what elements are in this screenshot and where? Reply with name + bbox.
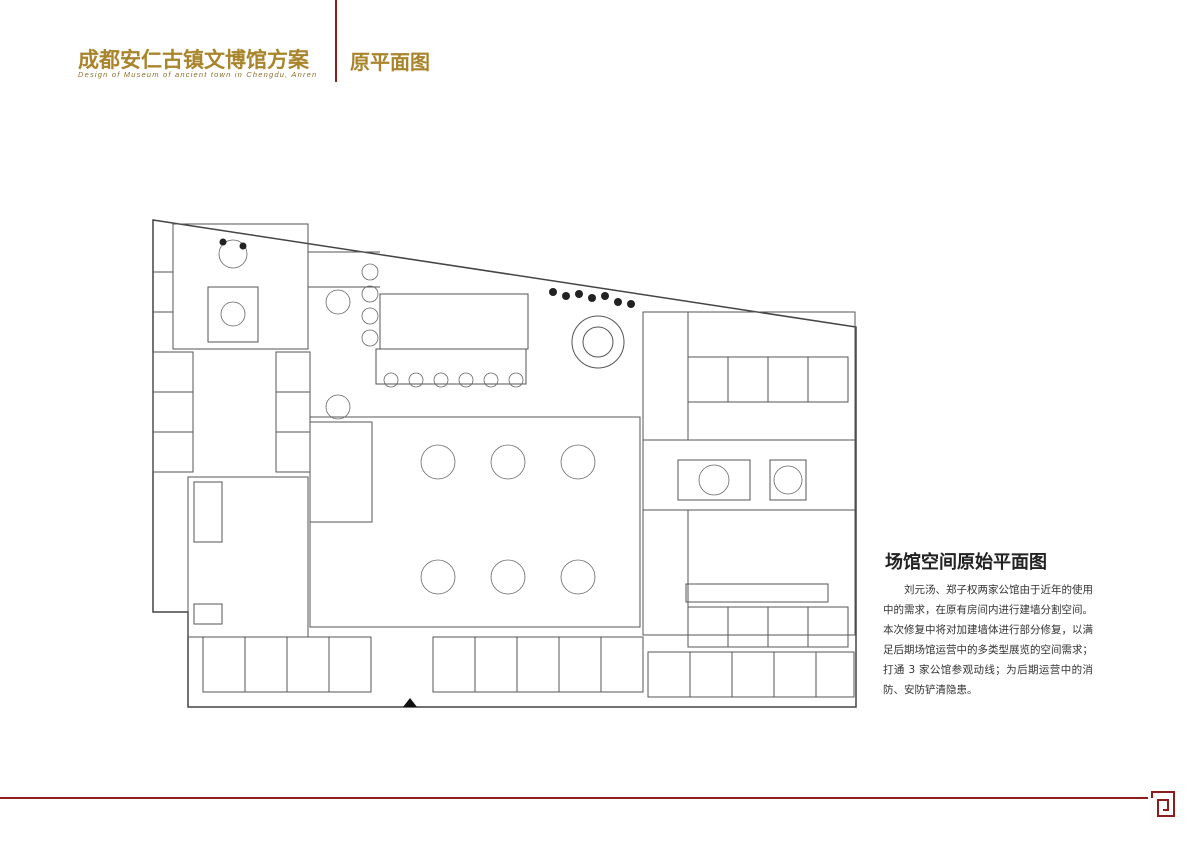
- page-header: 成都安仁古镇文博馆方案 Design of Museum of ancient …: [0, 0, 1200, 100]
- shrub-symbols: [219, 238, 635, 308]
- fret-ornament-icon: [1150, 790, 1176, 822]
- floor-plan-drawing: [152, 219, 857, 708]
- caption-body: 刘元汤、郑子权两家公馆由于近年的使用中的需求，在原有房间内进行建墙分割空间。本次…: [883, 584, 1093, 696]
- caption-title: 场馆空间原始平面图: [885, 552, 1047, 573]
- plan-linework: [152, 219, 857, 708]
- main-title: 成都安仁古镇文博馆方案: [78, 47, 309, 72]
- entrance-marker: [403, 698, 417, 707]
- header-divider: [335, 0, 337, 82]
- main-subtitle: Design of Museum of ancient town in Chen…: [78, 70, 318, 79]
- floor-plan: [148, 212, 868, 712]
- section-title: 原平面图: [350, 50, 430, 74]
- footer-rule: [0, 797, 1148, 799]
- planting-symbols: [218, 239, 803, 595]
